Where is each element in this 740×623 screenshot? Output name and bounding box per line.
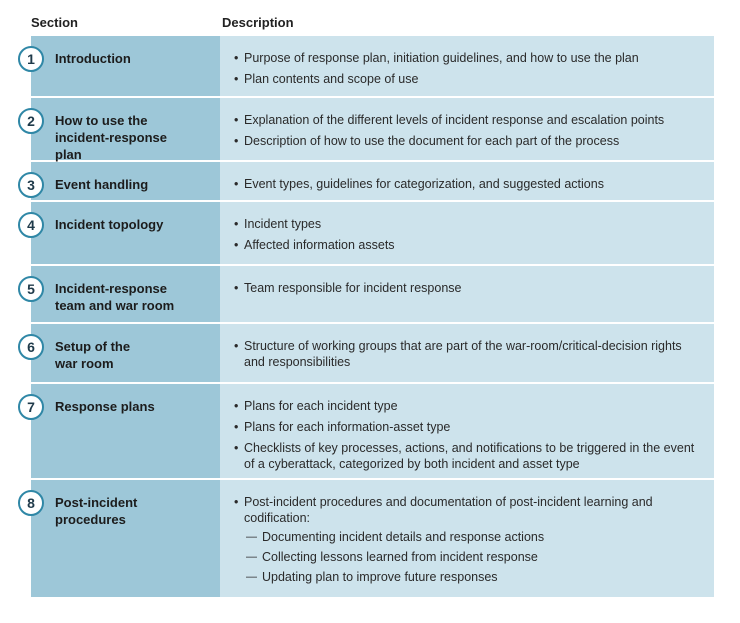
description-item: Affected information assets xyxy=(234,237,704,253)
description-item: Explanation of the different levels of i… xyxy=(234,112,704,128)
section-number-badge: 5 xyxy=(18,276,44,302)
section-number-badge: 3 xyxy=(18,172,44,198)
description-subitem: Collecting lessons learned from incident… xyxy=(234,549,704,565)
description-item: Plans for each incident type xyxy=(234,398,704,414)
description-item: Team responsible for incident response xyxy=(234,280,704,296)
description-column-header: Description xyxy=(222,15,294,30)
table-header: Section Description xyxy=(0,0,740,36)
table-row: 5 Incident-response team and war room Te… xyxy=(18,266,714,324)
section-number-badge: 2 xyxy=(18,108,44,134)
section-number-badge: 7 xyxy=(18,394,44,420)
section-number-badge: 6 xyxy=(18,334,44,360)
description-subitem: Updating plan to improve future response… xyxy=(234,569,704,585)
plan-sections-table: 1 Introduction Purpose of response plan,… xyxy=(18,36,714,597)
section-cell: 2 How to use the incident-response plan xyxy=(18,98,220,162)
section-cell: 3 Event handling xyxy=(18,162,220,200)
table-row: 3 Event handling Event types, guidelines… xyxy=(18,162,714,202)
description-item: Checklists of key processes, actions, an… xyxy=(234,440,704,472)
section-title: Setup of the war room xyxy=(55,339,131,371)
section-number-badge: 8 xyxy=(18,490,44,516)
description-subitem: Documenting incident details and respons… xyxy=(234,529,704,545)
description-item: Purpose of response plan, initiation gui… xyxy=(234,50,704,66)
section-title: Introduction xyxy=(55,51,131,66)
description-cell: Explanation of the different levels of i… xyxy=(220,98,714,160)
table-row: 4 Incident topology Incident types Affec… xyxy=(18,202,714,266)
description-item: Plans for each information-asset type xyxy=(234,419,704,435)
section-cell: 6 Setup of the war room xyxy=(18,324,220,382)
description-item: Incident types xyxy=(234,216,704,232)
section-cell: 5 Incident-response team and war room xyxy=(18,266,220,322)
description-cell: Incident types Affected information asse… xyxy=(220,202,714,264)
description-cell: Team responsible for incident response xyxy=(220,266,714,322)
section-number-badge: 4 xyxy=(18,212,44,238)
section-title: Incident-response team and war room xyxy=(55,281,175,313)
table-row: 6 Setup of the war room Structure of wor… xyxy=(18,324,714,384)
description-cell: Post-incident procedures and documentati… xyxy=(220,480,714,597)
section-cell: 1 Introduction xyxy=(18,36,220,96)
section-cell: 4 Incident topology xyxy=(18,202,220,264)
description-cell: Structure of working groups that are par… xyxy=(220,324,714,382)
section-column-header: Section xyxy=(31,15,78,30)
description-item: Description of how to use the document f… xyxy=(234,133,704,149)
description-item: Event types, guidelines for categorizati… xyxy=(234,176,704,192)
description-item: Structure of working groups that are par… xyxy=(234,338,704,370)
table-row: 8 Post-incident procedures Post-incident… xyxy=(18,480,714,597)
section-title: Response plans xyxy=(55,399,155,414)
description-item: Plan contents and scope of use xyxy=(234,71,704,87)
section-cell: 8 Post-incident procedures xyxy=(18,480,220,597)
description-item: Post-incident procedures and documentati… xyxy=(234,494,704,526)
section-cell: 7 Response plans xyxy=(18,384,220,478)
section-title: How to use the incident-response plan xyxy=(55,113,167,162)
table-row: 7 Response plans Plans for each incident… xyxy=(18,384,714,480)
description-cell: Event types, guidelines for categorizati… xyxy=(220,162,714,200)
description-cell: Purpose of response plan, initiation gui… xyxy=(220,36,714,96)
table-row: 2 How to use the incident-response plan … xyxy=(18,98,714,162)
description-cell: Plans for each incident type Plans for e… xyxy=(220,384,714,478)
section-title: Incident topology xyxy=(55,217,164,232)
table-row: 1 Introduction Purpose of response plan,… xyxy=(18,36,714,98)
section-number-badge: 1 xyxy=(18,46,44,72)
section-title: Post-incident procedures xyxy=(55,495,138,527)
section-title: Event handling xyxy=(55,177,149,192)
